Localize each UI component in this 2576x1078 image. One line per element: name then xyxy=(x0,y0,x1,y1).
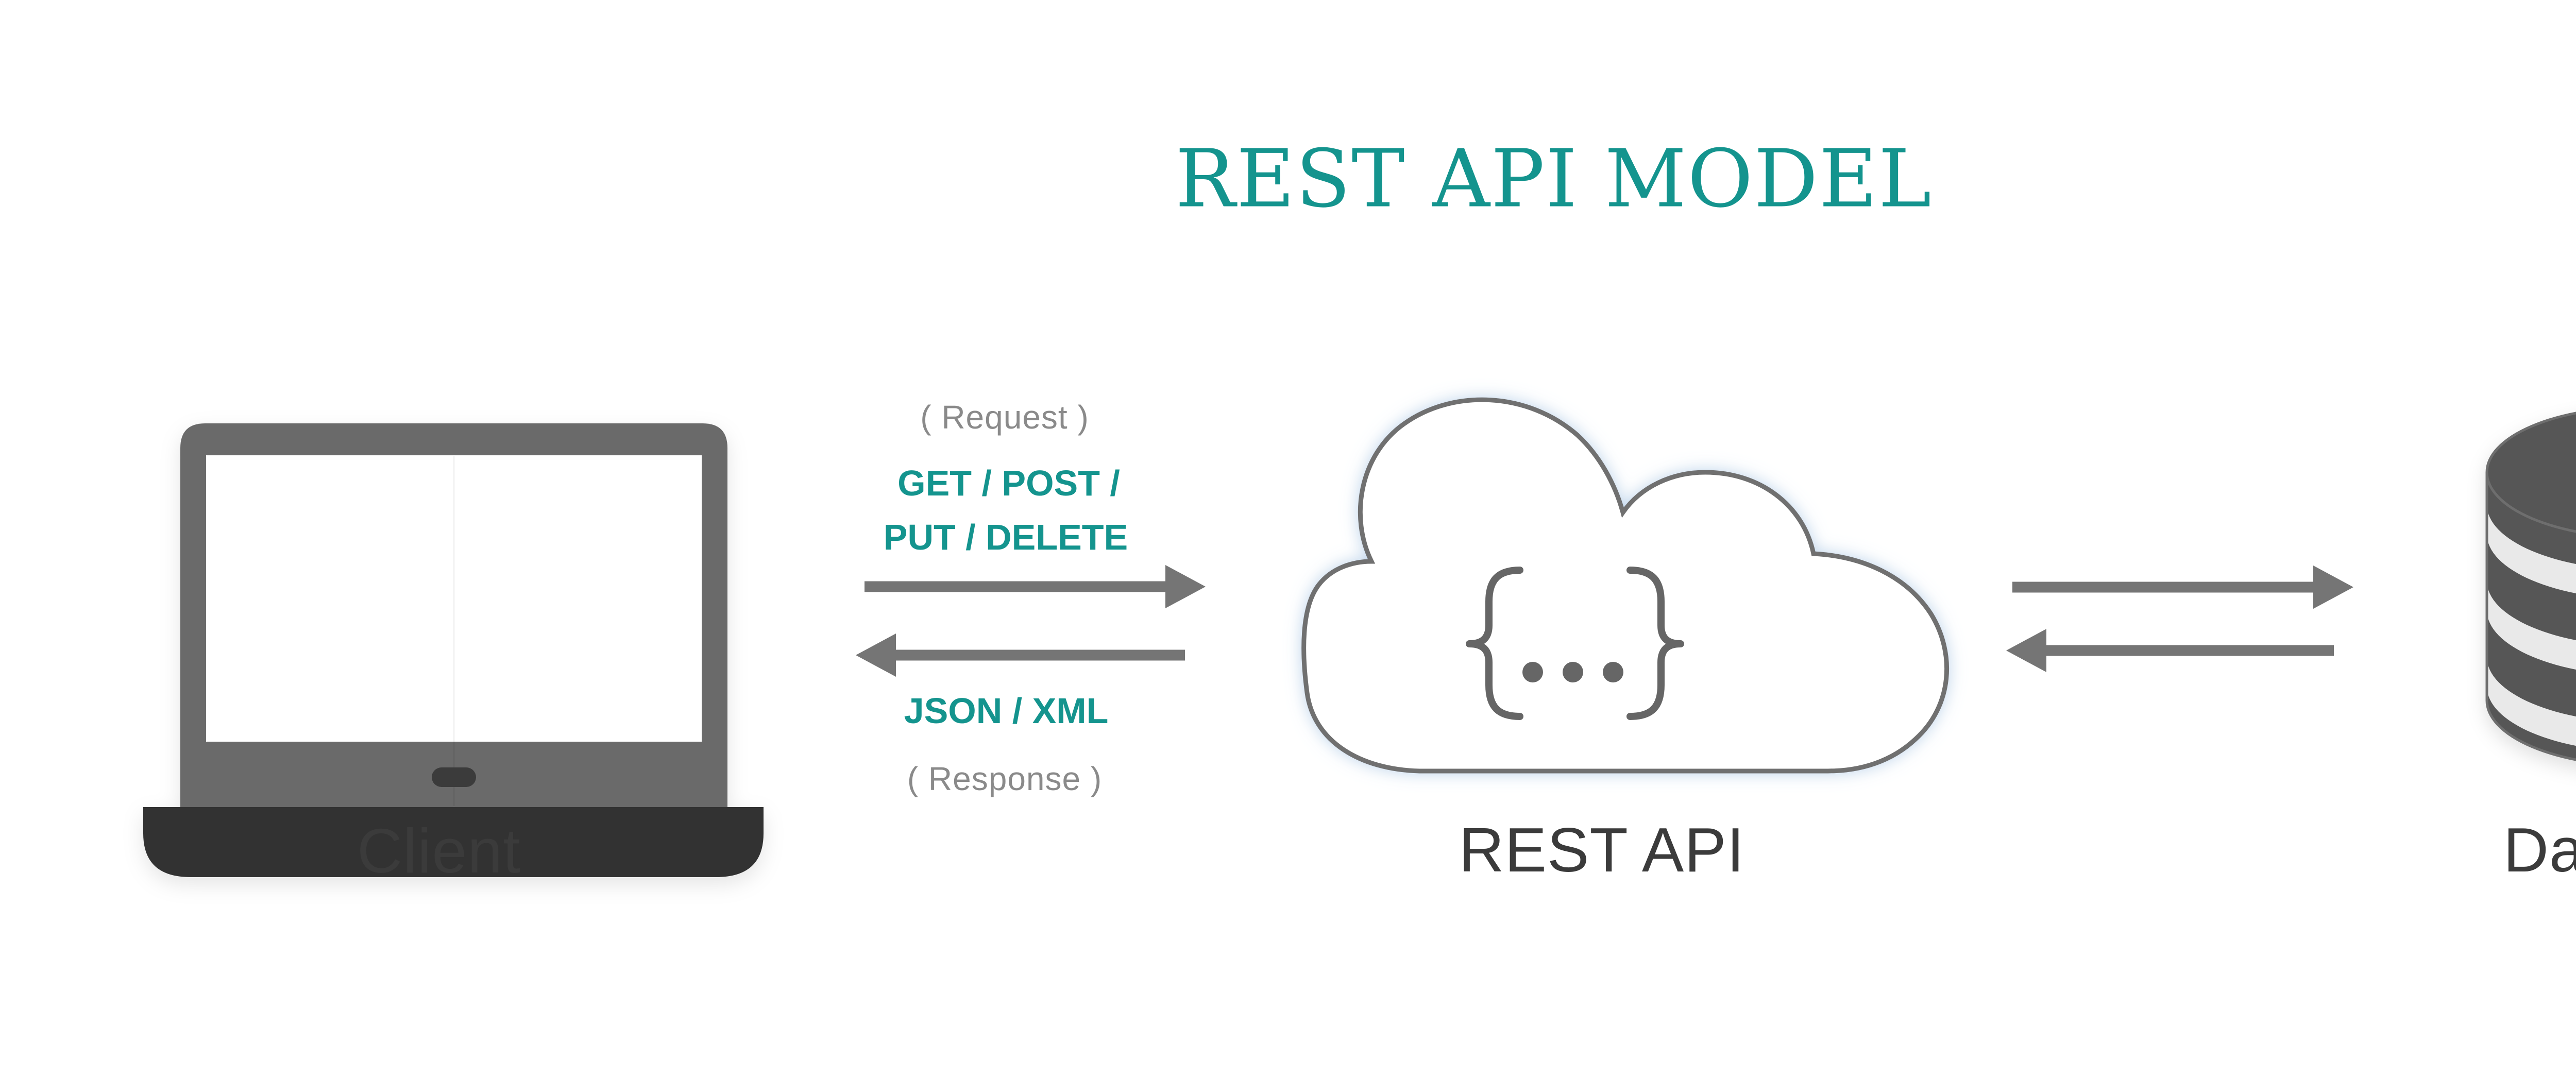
rest-api-node-label: REST API xyxy=(1459,815,1745,885)
database-node-label: Database xyxy=(2503,815,2576,885)
dot-3 xyxy=(1603,662,1623,682)
cloud-outline xyxy=(1301,397,1950,774)
cloud-icon xyxy=(1301,397,1950,774)
request-methods-line1: GET / POST / xyxy=(897,463,1120,503)
request-annotation: ( Request ) xyxy=(920,399,1089,436)
db-to-api-arrow xyxy=(2006,629,2334,672)
right-brace xyxy=(1626,567,1684,720)
db-stripe-1 xyxy=(2487,505,2576,594)
api-to-db-arrow xyxy=(2012,566,2353,609)
request-arrow xyxy=(865,565,1206,608)
dot-2 xyxy=(1563,662,1583,682)
response-annotation: ( Response ) xyxy=(907,760,1103,797)
client-node-label: Client xyxy=(357,816,521,886)
laptop-icon xyxy=(143,423,764,877)
request-methods-line2: PUT / DELETE xyxy=(883,517,1128,557)
left-brace xyxy=(1466,567,1523,720)
db-silhouette-outline xyxy=(2485,472,2576,761)
response-formats: JSON / XML xyxy=(904,691,1109,731)
db-stripe-2 xyxy=(2487,581,2576,670)
response-arrow xyxy=(856,634,1185,677)
database-icon xyxy=(2485,412,2576,761)
dot-1 xyxy=(1522,662,1543,682)
db-stripe-3 xyxy=(2487,657,2576,746)
page-title: REST API MODEL xyxy=(1175,132,1933,226)
laptop-notch xyxy=(432,767,476,787)
laptop-base xyxy=(143,807,764,877)
code-braces-icon xyxy=(1466,567,1684,720)
